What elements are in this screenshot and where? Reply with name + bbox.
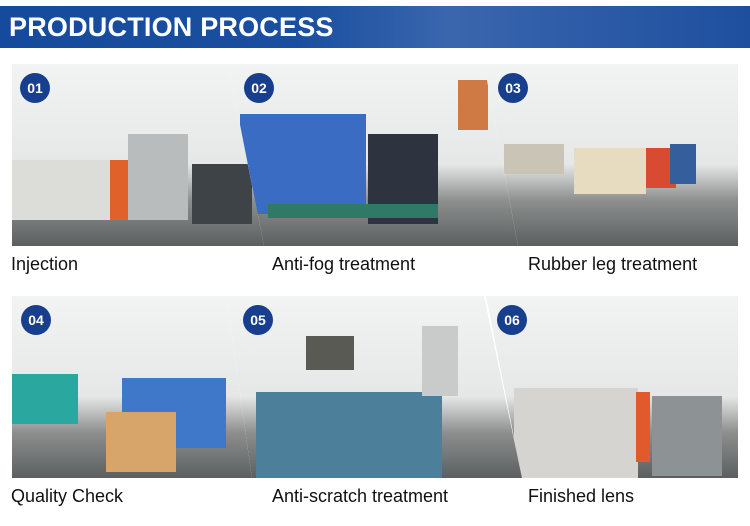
step-photo-finished-lens (486, 296, 738, 478)
step-number-badge: 01 (20, 73, 50, 103)
page-title: PRODUCTION PROCESS (9, 12, 334, 42)
step-number-badge: 03 (498, 73, 528, 103)
step-photo-injection (12, 64, 264, 246)
step-photo-anti-scratch (226, 296, 522, 478)
step-number-badge: 05 (243, 305, 273, 335)
header-banner: PRODUCTION PROCESS (0, 6, 750, 48)
step-photo-quality-check (12, 296, 252, 478)
step-photo-anti-fog (228, 64, 518, 246)
step-caption: Finished lens (528, 486, 635, 506)
step-number-badge: 04 (21, 305, 51, 335)
step-caption: Injection (11, 254, 79, 274)
step-number-badge: 02 (244, 73, 274, 103)
step-number-badge: 06 (497, 305, 527, 335)
step-caption: Anti-scratch treatment (272, 486, 449, 506)
step-caption: Anti-fog treatment (272, 254, 416, 274)
step-caption: Rubber leg treatment (528, 254, 698, 274)
step-caption: Quality Check (11, 486, 124, 506)
